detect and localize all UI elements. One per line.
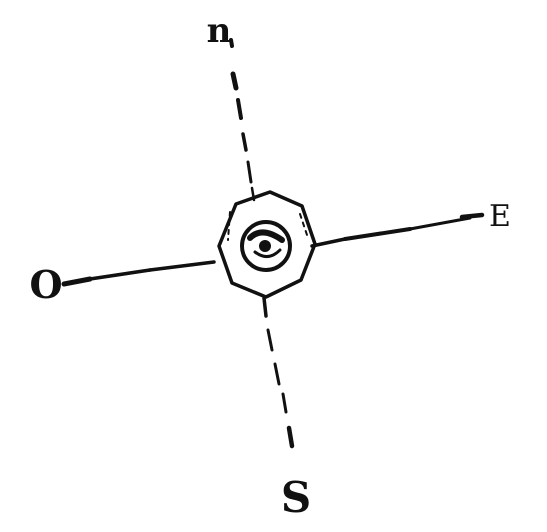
north-arm xyxy=(229,38,256,202)
east-label: E xyxy=(489,199,511,234)
center-hub xyxy=(217,190,317,299)
south-label: S xyxy=(281,473,311,522)
west-arm xyxy=(61,260,216,287)
east-arm xyxy=(310,212,485,248)
north-label: n xyxy=(207,11,232,51)
west-label: O xyxy=(29,262,62,307)
south-arm xyxy=(262,296,295,449)
